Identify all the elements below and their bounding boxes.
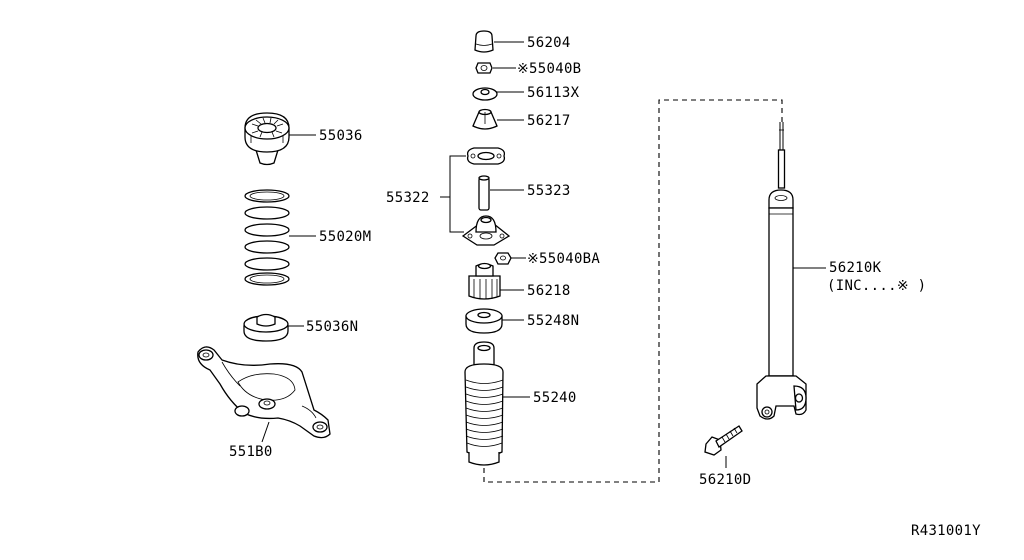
part-55323[interactable] <box>478 175 490 211</box>
label-56210K-note: (INC....※ ) <box>827 278 926 294</box>
part-551B0[interactable] <box>197 346 331 439</box>
assembly-dashed-link <box>483 99 783 483</box>
label-55323: 55323 <box>527 183 571 199</box>
leader-551B0 <box>261 421 270 443</box>
part-55040B[interactable] <box>475 62 493 74</box>
label-55248N: 55248N <box>527 313 579 329</box>
part-56204[interactable] <box>474 30 494 53</box>
label-56210D: 56210D <box>699 472 751 488</box>
label-55040BA: ※55040BA <box>527 251 600 267</box>
label-55322: 55322 <box>386 190 430 206</box>
label-56204: 56204 <box>527 35 571 51</box>
part-55248N[interactable] <box>465 308 503 334</box>
part-56218[interactable] <box>468 262 501 300</box>
part-55040BA[interactable] <box>494 252 512 265</box>
label-55240: 55240 <box>533 390 577 406</box>
bracket-55322 <box>449 155 466 233</box>
label-55036N: 55036N <box>306 319 358 335</box>
part-56210D[interactable] <box>704 425 743 456</box>
label-551B0: 551B0 <box>229 444 273 460</box>
part-56217[interactable] <box>472 108 498 130</box>
label-56218: 56218 <box>527 283 571 299</box>
label-56113X: 56113X <box>527 85 580 101</box>
part-55036[interactable] <box>244 112 290 166</box>
label-55020M: 55020M <box>319 229 371 245</box>
part-55036N[interactable] <box>243 313 289 342</box>
part-56113X[interactable] <box>472 87 498 101</box>
part-55322-plate[interactable] <box>466 147 506 165</box>
drawing-id: R431001Y <box>911 523 981 539</box>
label-55036: 55036 <box>319 128 363 144</box>
part-56210K[interactable] <box>756 122 807 420</box>
label-55040B: ※55040B <box>517 61 581 77</box>
part-55020M[interactable] <box>244 189 290 286</box>
part-55322-mount[interactable] <box>461 215 511 246</box>
label-56217: 56217 <box>527 113 571 129</box>
label-56210K: 56210K <box>829 260 882 276</box>
part-55240[interactable] <box>464 341 504 466</box>
